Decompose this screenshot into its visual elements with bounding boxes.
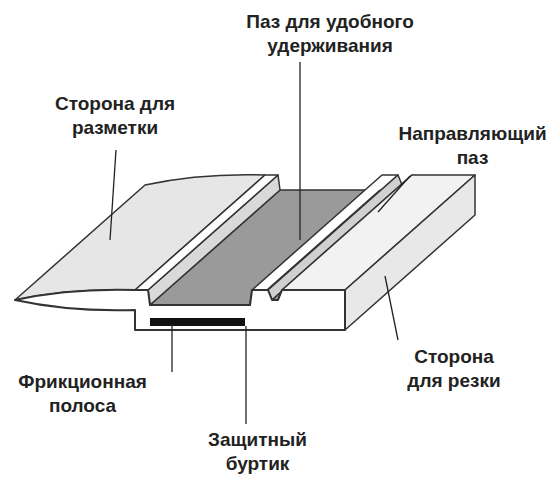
- leader-line: [378, 176, 410, 212]
- marking-side-face: [15, 175, 265, 300]
- friction-strip: [150, 318, 245, 326]
- part-label: Сторона для разметки: [30, 92, 200, 140]
- leader-line: [110, 150, 116, 240]
- part-label: Направляющий паз: [390, 122, 555, 170]
- leader-line: [385, 276, 398, 340]
- lip-top: [135, 175, 278, 290]
- leader-line: [245, 326, 246, 424]
- part-label: Защитный буртик: [195, 428, 320, 476]
- part-label: Паз для удобного удерживания: [205, 10, 455, 58]
- front-profile: [15, 290, 345, 330]
- leader-line: [171, 324, 172, 372]
- part-label: Фрикционная полоса: [5, 370, 160, 418]
- cutting-side-face: [345, 175, 475, 330]
- part-label: Сторона для резки: [395, 345, 513, 393]
- leader-line: [299, 62, 300, 240]
